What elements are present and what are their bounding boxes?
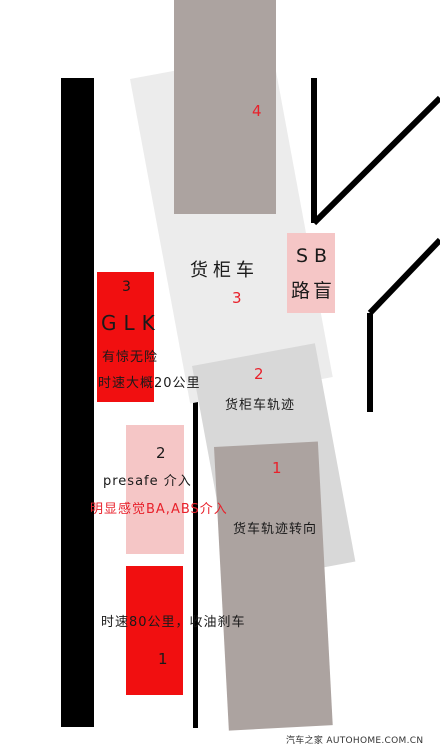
watermark: 汽车之家 AUTOHOME.COM.CN — [286, 736, 424, 746]
car-pos1-box — [126, 566, 183, 695]
sb-subtitle: 路盲 — [291, 280, 336, 302]
trailer-track-number: 2 — [254, 365, 266, 383]
car-pos2-line1: presafe 介入 — [103, 474, 192, 489]
right-diagonal-lower — [367, 237, 440, 316]
sb-box — [287, 233, 335, 313]
car-pos2-line2: 明显感觉BA,ABS介入 — [90, 502, 228, 517]
car-pos2-number: 2 — [156, 444, 168, 462]
truck-turn-number: 1 — [272, 459, 284, 477]
car-pos1-number: 1 — [158, 650, 170, 668]
truck-front-shape — [174, 0, 276, 214]
car-pos3-box — [97, 272, 154, 402]
left-road-edge — [61, 78, 94, 727]
car-pos3-name: GLK — [101, 311, 162, 335]
trailer-number: 3 — [232, 289, 244, 307]
car-pos3-line1: 有惊无险 — [102, 350, 159, 365]
trailer-label: 货柜车 — [190, 260, 259, 281]
sb-label: SB — [296, 245, 334, 267]
truck-turn-shape — [214, 441, 333, 731]
car-pos1-line1: 时速80公里，收油刹车 — [101, 615, 246, 630]
car-pos2-box — [126, 425, 184, 554]
car-pos3-number: 3 — [122, 279, 133, 295]
lane-divider — [193, 370, 198, 728]
trailer-track-label: 货柜车轨迹 — [225, 398, 296, 413]
truck-turn-label: 货车轨迹转向 — [233, 522, 318, 537]
right-diagonal-upper — [311, 95, 440, 226]
car-pos3-line2: 时速大概20公里 — [98, 376, 201, 391]
truck-front-number: 4 — [252, 102, 264, 120]
